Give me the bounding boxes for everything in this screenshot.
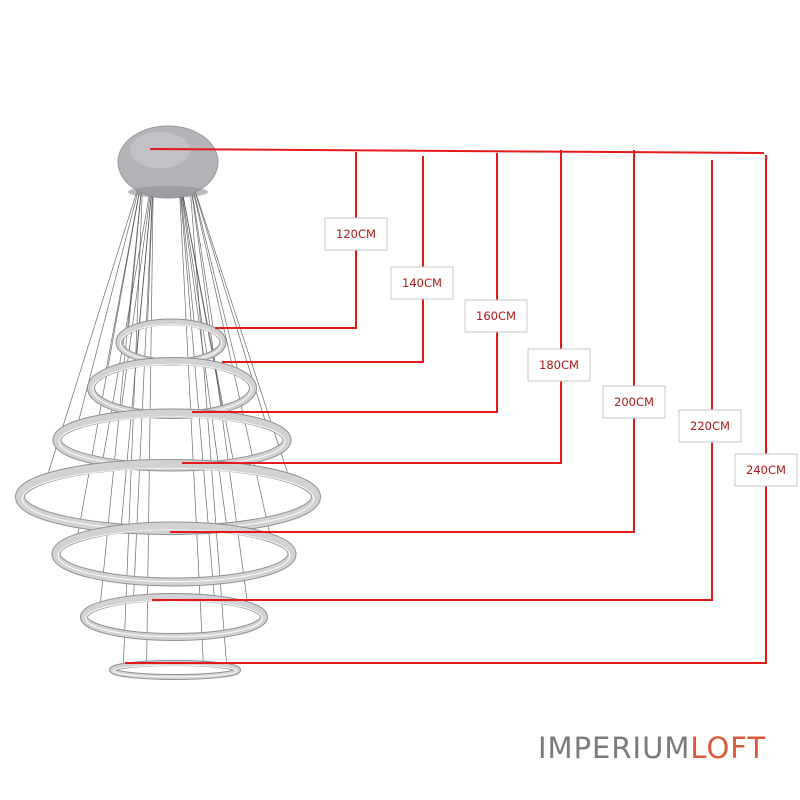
wire-1-2 — [178, 171, 209, 364]
ring-4 — [15, 459, 321, 535]
wire-5-3 — [188, 171, 249, 606]
dimension-label-text-1: 120CM — [336, 227, 376, 241]
dimension-label-2: 140CM — [390, 266, 454, 300]
dimension-label-box-1 — [324, 217, 388, 251]
dimension-label-box-7 — [734, 453, 798, 487]
dimension-label-box-4 — [527, 348, 591, 382]
ring-5-glow — [57, 529, 291, 583]
dimension-label-3: 160CM — [464, 299, 528, 333]
dimension-label-6: 220CM — [678, 409, 742, 443]
wire-1-3 — [188, 171, 239, 373]
dimension-label-5: 200CM — [602, 385, 666, 419]
dimension-label-box-5 — [602, 385, 666, 419]
wire-4-3 — [188, 171, 272, 539]
dimension-label-text-4: 180CM — [539, 358, 579, 372]
dimension-line-7 — [125, 155, 767, 664]
ring-1-glow — [120, 324, 222, 363]
dimension-label-box-6 — [678, 409, 742, 443]
dimension-labels: 120CM 140CM 160CM 180CM 200CM 220CM 240CM — [324, 217, 798, 487]
dimension-label-4: 180CM — [527, 348, 591, 382]
ring-4-glow — [21, 467, 315, 531]
brand-logo: IMPERIUMLOFT — [538, 731, 766, 765]
dimension-line-3 — [192, 153, 498, 413]
dimension-label-text-3: 160CM — [476, 309, 516, 323]
brand-logo-part1: IMPERIUM — [538, 731, 691, 765]
canopy-edge — [128, 186, 208, 198]
wire-5-0 — [99, 171, 144, 606]
ring-6 — [80, 593, 268, 641]
ring-7-glow — [112, 664, 238, 678]
ring-7 — [109, 660, 241, 680]
dimension-label-box-2 — [390, 266, 454, 300]
wire-0-3 — [188, 171, 214, 331]
dimension-label-1: 120CM — [324, 217, 388, 251]
brand-logo-part2: LOFT — [690, 731, 767, 765]
dimension-label-7: 240CM — [734, 453, 798, 487]
ring-3 — [52, 408, 292, 472]
dimension-line-6 — [152, 160, 713, 601]
wire-3-1 — [101, 171, 154, 468]
dimension-top-line — [149, 148, 765, 154]
dimension-line-2 — [222, 156, 424, 363]
light-rings — [15, 318, 321, 680]
ring-6-glow — [85, 599, 263, 638]
wire-2-1 — [119, 171, 154, 416]
dimension-label-text-7: 240CM — [746, 463, 786, 477]
dimension-label-text-6: 220CM — [690, 419, 730, 433]
dimension-label-box-3 — [464, 299, 528, 333]
dimension-label-text-2: 140CM — [402, 276, 442, 290]
dimension-line-5 — [170, 150, 635, 533]
dimension-line-4 — [182, 150, 562, 464]
dimension-label-text-5: 200CM — [614, 395, 654, 409]
ring-5 — [51, 521, 297, 587]
ceiling-canopy — [117, 125, 219, 199]
dimension-lines — [125, 148, 767, 664]
wire-4-0 — [76, 171, 144, 539]
ring-2-glow — [92, 363, 252, 416]
ring-1 — [115, 318, 227, 366]
